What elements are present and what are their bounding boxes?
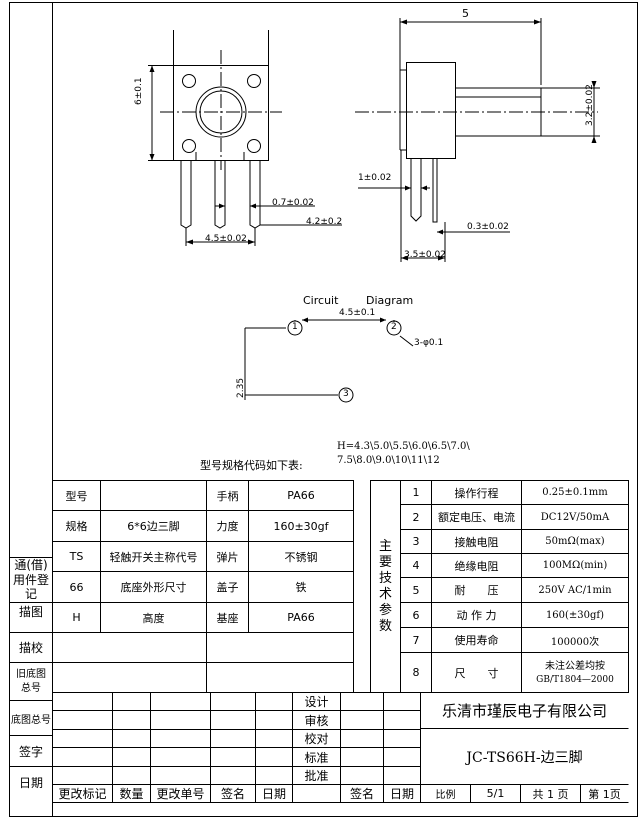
tb-shenhe: 审核 bbox=[304, 713, 329, 728]
model-code-label: 型号规格代码如下表: bbox=[200, 459, 303, 472]
footer-change-no: 更改单号 bbox=[156, 787, 205, 801]
spec-cell: 底座外形尺寸 bbox=[120, 581, 187, 594]
pin2-label: 2 bbox=[391, 322, 397, 332]
spec-cell: 基座 bbox=[216, 611, 239, 625]
spec-cell: 力度 bbox=[216, 520, 239, 533]
h-values-line2: 7.5\8.0\9.0\10\11\12 bbox=[337, 455, 440, 466]
dim-side-pin: 0.3±0.02 bbox=[467, 222, 509, 232]
pin3-label: 3 bbox=[343, 389, 349, 399]
dim-pin-gap: 0.7±0.02 bbox=[272, 198, 314, 208]
total-pages: 共 1 页 bbox=[532, 787, 569, 801]
dim-side-width: 3.5±0.02 bbox=[404, 250, 446, 260]
label-miaojiao: 描校 bbox=[18, 641, 43, 655]
tb-biaozhun: 标准 bbox=[304, 750, 329, 765]
circuit-pitch: 4.5±0.1 bbox=[339, 308, 376, 318]
label-yongjian: 用件登记 bbox=[12, 573, 49, 601]
spec-cell: H bbox=[72, 611, 81, 624]
spec-cell: 弹片 bbox=[216, 550, 239, 564]
dim-top-width: 5 bbox=[462, 7, 469, 20]
dim-right-height: 3.2±0.02 bbox=[585, 84, 595, 126]
sheet-border bbox=[9, 2, 638, 817]
footer-date1: 日期 bbox=[261, 787, 286, 801]
footer-sign1: 签名 bbox=[220, 787, 245, 801]
scale-value: 5/1 bbox=[486, 787, 505, 800]
drawing-number: JC-TS66H-边三脚 bbox=[466, 749, 583, 766]
label-jiudi: 旧底图总号 bbox=[16, 668, 46, 694]
tb-sheji: 设计 bbox=[304, 695, 329, 709]
label-miaotu: 描图 bbox=[18, 604, 43, 619]
pin2-circle bbox=[386, 320, 402, 336]
spec-cell: 轻触开关主称代号 bbox=[109, 550, 198, 564]
spec-cell: 规格 bbox=[65, 520, 88, 533]
circuit-title-a: Circuit bbox=[303, 294, 339, 307]
pin3-circle bbox=[338, 387, 354, 403]
spec-cell: 160±30gf bbox=[273, 519, 329, 533]
spec-cell: 铁 bbox=[295, 581, 307, 594]
dim-pin-pitch: 4.5±0.02 bbox=[205, 234, 247, 244]
tb-jiaodui: 校对 bbox=[304, 732, 329, 746]
dim-pin-len: 4.2±0.2 bbox=[306, 217, 343, 227]
label-tongjie: 通(借) bbox=[14, 557, 48, 572]
spec-cell: 高度 bbox=[142, 611, 165, 625]
spec-cell: 手柄 bbox=[216, 489, 239, 503]
spec-cell: 66 bbox=[69, 580, 84, 594]
spec-cell: TS bbox=[69, 550, 84, 563]
label-riqi: 日期 bbox=[18, 775, 43, 790]
spec-cell: PA66 bbox=[287, 489, 315, 502]
spec-cell bbox=[101, 481, 206, 510]
tb-pizhun: 批准 bbox=[304, 769, 329, 783]
dim-side-thick: 1±0.02 bbox=[358, 173, 392, 183]
spec-cell: 型号 bbox=[65, 489, 88, 503]
circuit-hole: 3-φ0.1 bbox=[414, 338, 444, 348]
footer-date2: 日期 bbox=[389, 787, 414, 801]
circuit-vert: 2.35 bbox=[236, 377, 246, 398]
spec-cell: PA66 bbox=[287, 611, 315, 624]
label-qianzi: 签字 bbox=[18, 744, 43, 759]
h-values-line1: H=4.3\5.0\5.5\6.0\6.5\7.0\ bbox=[337, 441, 470, 452]
company-name: 乐清市瑾辰电子有限公司 bbox=[441, 702, 607, 720]
switch-body-side bbox=[406, 62, 456, 159]
spec-cell: 盖子 bbox=[216, 581, 239, 594]
footer-sign2: 签名 bbox=[349, 787, 374, 801]
dim-left-height: 6±0.1 bbox=[134, 77, 144, 105]
circuit-title-b: Diagram bbox=[366, 294, 414, 307]
footer-qty: 数量 bbox=[119, 787, 144, 801]
scale-label: 比例 bbox=[435, 790, 456, 801]
spec-cell: 6*6边三脚 bbox=[127, 520, 180, 533]
page-number: 第 1页 bbox=[588, 787, 621, 801]
label-didi: 底图总号 bbox=[11, 714, 51, 726]
footer-change-mark: 更改标记 bbox=[58, 787, 107, 801]
spec-cell: 不锈钢 bbox=[284, 550, 318, 564]
pin1-label: 1 bbox=[292, 322, 298, 332]
pin1-circle bbox=[287, 320, 303, 336]
